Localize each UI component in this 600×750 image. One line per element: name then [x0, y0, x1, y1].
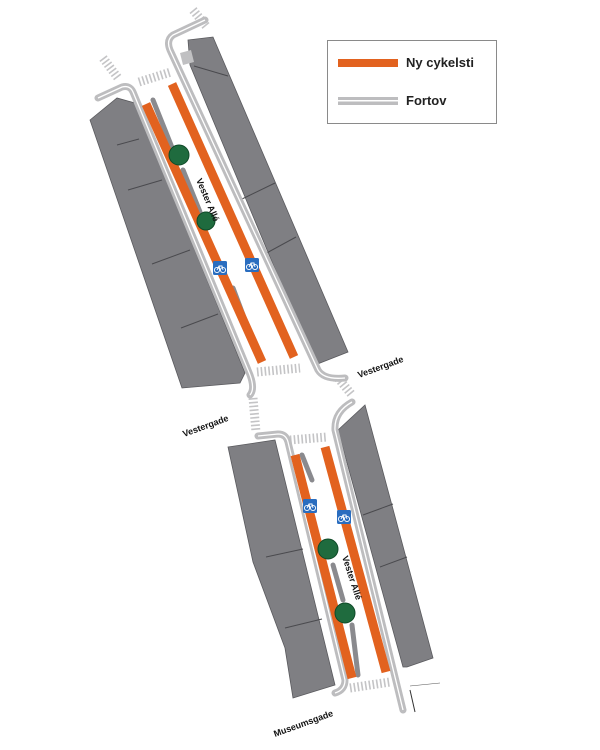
legend-item-bike-lane: Ny cykelsti	[338, 55, 474, 70]
legend-label: Fortov	[406, 93, 447, 108]
legend-label: Ny cykelsti	[406, 55, 474, 70]
bicycle-sign-icon	[303, 499, 317, 513]
bike-lanes	[141, 82, 391, 680]
crosswalk	[137, 67, 173, 87]
crosswalk	[256, 363, 301, 377]
building-block	[227, 439, 336, 699]
building-courtyard	[180, 50, 194, 65]
street-label-museumsgade: Museumsgade	[272, 708, 334, 739]
bicycle-sign-icon	[213, 261, 227, 275]
trees	[168, 144, 356, 624]
crosswalk	[289, 432, 328, 445]
crosswalk	[349, 677, 391, 693]
bike-lane	[141, 102, 267, 364]
sidewalks	[94, 16, 441, 714]
legend-item-sidewalk: Fortov	[338, 93, 446, 108]
crosswalk	[99, 55, 122, 81]
bike-lane	[320, 445, 391, 674]
bike-lane	[290, 453, 357, 680]
map-legend: Ny cykelsti Fortov	[327, 40, 497, 124]
tree-icon	[334, 602, 356, 624]
orange-line-icon	[338, 58, 398, 67]
street-label-vestergade-west: Vestergade	[181, 413, 230, 439]
gray-double-line-icon	[338, 96, 398, 105]
tree-icon	[196, 211, 216, 231]
building-block	[337, 404, 434, 668]
bike-lane	[167, 82, 299, 359]
crosswalk	[248, 397, 261, 433]
bicycle-sign-icon	[337, 510, 351, 524]
bike-signs	[213, 258, 351, 524]
buildings	[89, 36, 434, 699]
crosswalks	[99, 7, 391, 693]
building-block	[89, 97, 246, 389]
street-label-vestergade-east: Vestergade	[356, 354, 405, 380]
bicycle-sign-icon	[245, 258, 259, 272]
tree-icon	[168, 144, 190, 166]
tree-icon	[317, 538, 339, 560]
